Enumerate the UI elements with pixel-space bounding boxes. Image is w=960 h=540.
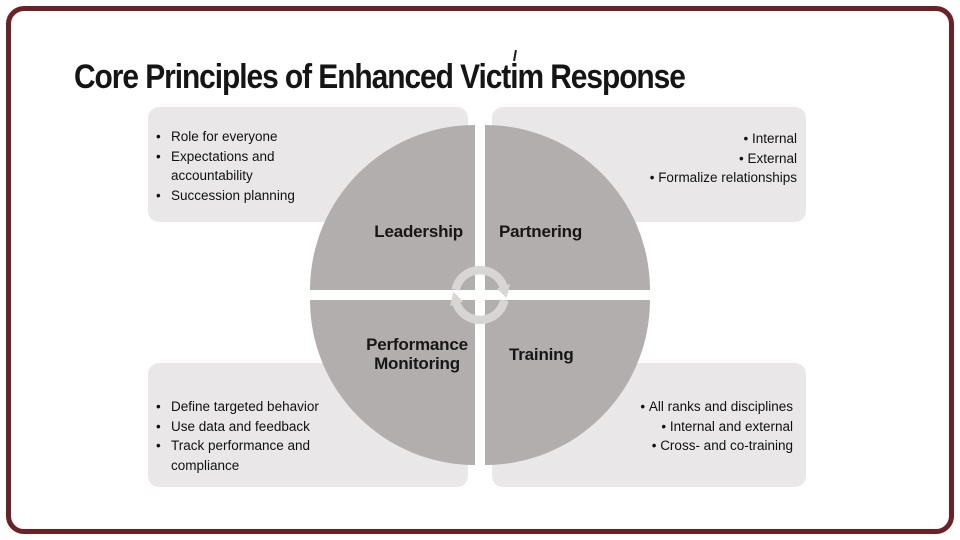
list-item: • External <box>738 150 797 166</box>
quadrant-circle <box>310 125 650 465</box>
list-item: • Expectations and accountability <box>156 147 335 186</box>
bullet-dot: • <box>640 399 646 414</box>
bullet-dot: • <box>156 418 161 434</box>
bullet-dot: • <box>156 399 161 414</box>
list-item: • Role for everyone <box>156 127 335 147</box>
list-item: • Use data and feedback <box>156 417 335 437</box>
cycle-arrows-icon <box>450 265 510 325</box>
bullet-dot: • <box>649 170 655 185</box>
bullet-dot: • <box>156 129 161 144</box>
list-item: • Internal and external <box>661 418 793 434</box>
label-leadership: Leadership <box>374 222 463 241</box>
bullet-dot: • <box>156 438 161 453</box>
slide-title: Core Principles of Enhanced Victim Respo… <box>74 58 686 96</box>
bullet-dot: • <box>661 418 667 434</box>
bullet-list-partnering: • Internal • External • Formalize relati… <box>650 129 797 188</box>
label-partnering: Partnering <box>499 222 583 241</box>
list-item: • Track performance and compliance <box>156 436 335 475</box>
list-item: • Define targeted behavior <box>156 397 335 417</box>
bullet-dot: • <box>738 150 744 166</box>
list-item: • Succession planning <box>156 186 335 206</box>
bullet-list-performance-monitoring: • Define targeted behavior • Use data an… <box>156 397 335 475</box>
list-item: • Internal <box>743 131 797 146</box>
bullet-dot: • <box>743 131 749 146</box>
bullet-list-training: • All ranks and disciplines • Internal a… <box>640 397 793 456</box>
list-item: • Formalize relationships <box>649 170 797 185</box>
bullet-list-leadership: • Role for everyone • Expectations and a… <box>156 127 335 205</box>
bullet-dot: • <box>156 187 161 203</box>
list-item: • All ranks and disciplines <box>640 399 793 414</box>
bullet-dot: • <box>156 148 161 164</box>
bullet-dot: • <box>651 438 657 453</box>
label-performance-monitoring: Performance Monitoring <box>366 335 468 373</box>
list-item: • Cross- and co-training <box>651 438 793 453</box>
label-training: Training <box>509 345 574 364</box>
